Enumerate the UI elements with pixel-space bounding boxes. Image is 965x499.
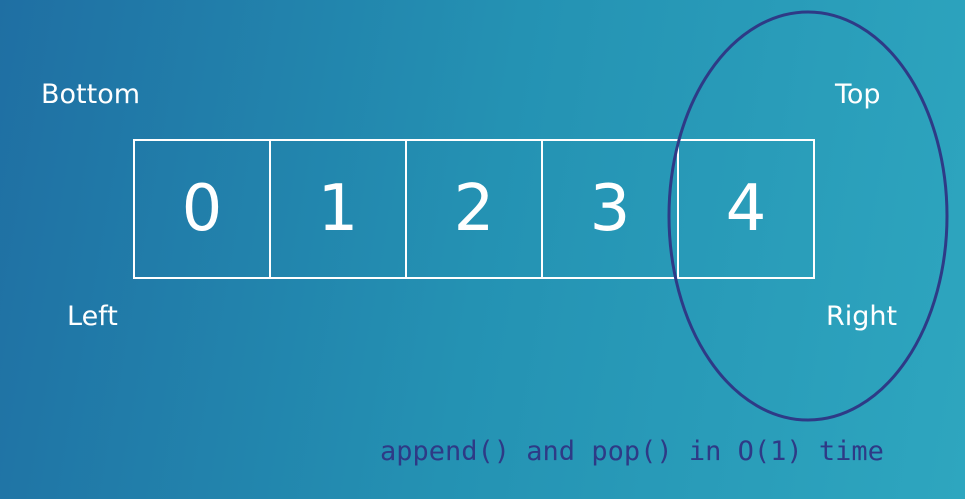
array-cell: 0 [133,139,271,279]
top-label: Top [835,79,881,110]
left-label: Left [67,301,118,332]
array-cell: 3 [541,139,679,279]
cell-value: 0 [181,172,223,246]
stack-array: 0 1 2 3 4 [133,139,825,279]
array-cell: 1 [269,139,407,279]
complexity-caption: append() and pop() in O(1) time [380,436,884,467]
array-cell: 2 [405,139,543,279]
cell-value: 2 [453,172,495,246]
cell-value: 3 [589,172,631,246]
array-cell-top: 4 [677,139,815,279]
right-label: Right [826,301,898,332]
bottom-label: Bottom [41,79,141,110]
cell-value: 4 [725,172,767,246]
cell-value: 1 [317,172,359,246]
